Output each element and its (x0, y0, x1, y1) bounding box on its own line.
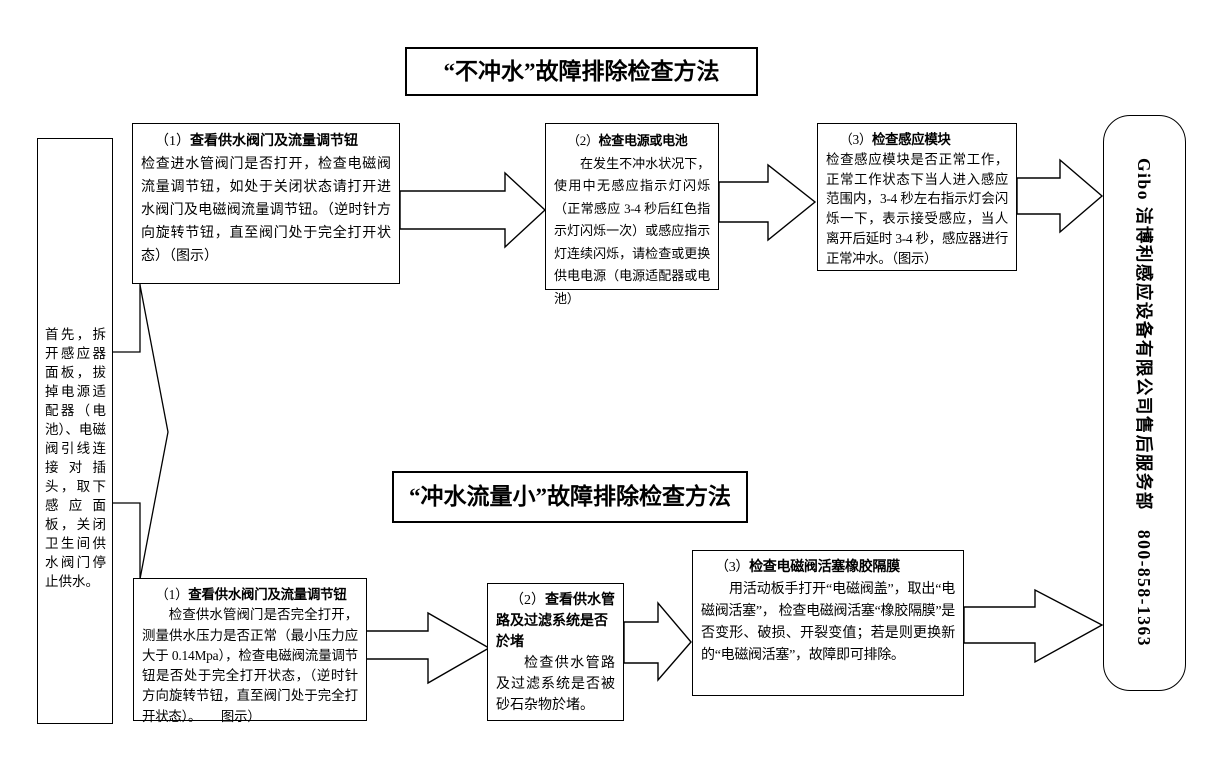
chevron-pointer (139, 284, 169, 580)
step-label: （3） (715, 560, 750, 575)
step-title-text: 查看供水阀门及流量调节钮 (188, 587, 347, 602)
step-body: 检查供水管路及过滤系统是否被砂石杂物於堵。 (496, 656, 615, 713)
step-body: 在发生不冲水状况下，使用中无感应指示灯闪烁（正常感应 3-4 秒后红色指示灯闪烁… (554, 155, 710, 306)
step-title: （2）查看供水管路及过滤系统是否於堵 (496, 590, 615, 653)
step-label: （1） (155, 134, 190, 149)
connector-bottom (113, 502, 141, 580)
section-title-no-flush-text: “不冲水”故障排除检查方法 (443, 59, 720, 84)
step-label: （1） (155, 587, 189, 602)
step-body: 检查供水管阀门是否完全打开，测量供水压力是否正常（最小压力应大于 0.14Mpa… (142, 607, 358, 724)
step-body: 检查感应模块是否正常工作，正常工作状态下当人进入感应范围内，3-4 秒左右指示灯… (826, 151, 1008, 266)
section-title-low-flow-text: “冲水流量小”故障排除检查方法 (409, 484, 731, 509)
step-title-text: 查看供水阀门及流量调节钮 (190, 134, 358, 149)
section-title-low-flow: “冲水流量小”故障排除检查方法 (392, 471, 748, 523)
block-arrow-no-flush-1-2 (399, 171, 547, 249)
block-arrow-low-flow-1-2 (365, 611, 491, 685)
block-arrow-low-flow-2-3 (623, 601, 692, 682)
intro-text: 首先，拆开感应器面板，拔掉电源适配器（电池）、电磁阀引线连接对插头，取下感应面板… (45, 327, 106, 589)
step-label: （2） (510, 593, 545, 608)
step-title-text: 检查电磁阀活塞橡胶隔膜 (749, 560, 900, 575)
step-title: （1）查看供水阀门及流量调节钮 (142, 585, 358, 605)
intro-box: 首先，拆开感应器面板，拔掉电源适配器（电池）、电磁阀引线连接对插头，取下感应面板… (37, 138, 113, 724)
step-label: （3） (839, 132, 872, 147)
connector-top (113, 284, 141, 353)
step-title-text: 查看供水管路及过滤系统是否於堵 (496, 593, 615, 650)
service-contact-box: Gibo 洁博利感应设备有限公司售后服务部 800-858-1363 (1103, 115, 1186, 691)
step-box-low-flow-2: （2）查看供水管路及过滤系统是否於堵 检查供水管路及过滤系统是否被砂石杂物於堵。 (487, 583, 624, 721)
step-title-text: 检查感应模块 (871, 132, 951, 147)
step-title: （2）检查电源或电池 (554, 130, 710, 153)
block-arrow-no-flush-2-3 (718, 163, 817, 242)
step-body: 检查进水管阀门是否打开，检查电磁阀流量调节钮，如处于关闭状态请打开进水阀门及电磁… (141, 157, 391, 264)
step-box-no-flush-1: （1）查看供水阀门及流量调节钮 检查进水管阀门是否打开，检查电磁阀流量调节钮，如… (132, 123, 400, 284)
step-body: 用活动板手打开“电磁阀盖”，取出“电磁阀活塞”， 检查电磁阀活塞“橡胶隔膜”是否… (701, 582, 955, 663)
step-box-low-flow-1: （1）查看供水阀门及流量调节钮 检查供水管阀门是否完全打开，测量供水压力是否正常… (133, 578, 367, 724)
step-title: （3）检查感应模块 (826, 130, 1008, 150)
step-box-no-flush-2: （2）检查电源或电池 在发生不冲水状况下，使用中无感应指示灯闪烁（正常感应 3-… (545, 123, 719, 306)
block-arrow-no-flush-3-service (1016, 158, 1104, 234)
step-box-low-flow-3: （3）检查电磁阀活塞橡胶隔膜 用活动板手打开“电磁阀盖”，取出“电磁阀活塞”， … (692, 550, 964, 696)
service-contact-text: Gibo 洁博利感应设备有限公司售后服务部 800-858-1363 (1134, 158, 1154, 647)
block-arrow-low-flow-3-service (963, 588, 1104, 664)
step-box-no-flush-3: （3）检查感应模块 检查感应模块是否正常工作，正常工作状态下当人进入感应范围内，… (817, 123, 1017, 271)
step-title: （3）检查电磁阀活塞橡胶隔膜 (701, 557, 955, 579)
step-title-text: 检查电源或电池 (598, 133, 688, 148)
step-title: （1）查看供水阀门及流量调节钮 (141, 130, 391, 153)
step-label: （2） (567, 133, 599, 148)
section-title-no-flush: “不冲水”故障排除检查方法 (405, 47, 758, 96)
